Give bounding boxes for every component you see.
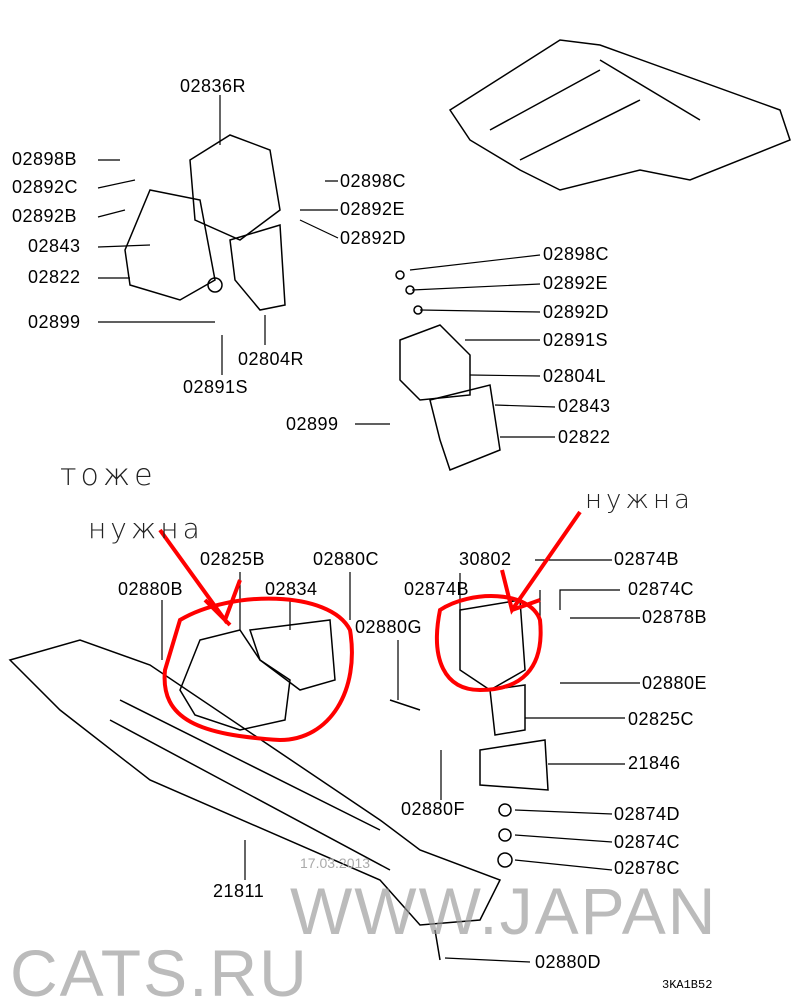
part-label: 02880C: [313, 549, 380, 569]
transmission-mount-illustration: [179, 599, 549, 961]
part-label: 30802: [459, 549, 512, 569]
handwriting-right: нужна: [585, 485, 694, 515]
part-label: 02880F: [401, 799, 466, 819]
part-label: 02843: [28, 236, 81, 256]
part-label: 21811: [213, 881, 265, 901]
part-label: 02874D: [614, 804, 681, 824]
part-label: 02874B: [614, 549, 680, 569]
part-label: 02804R: [238, 349, 305, 369]
handwriting-left-1: тоже: [60, 458, 157, 493]
part-label: 02874C: [628, 579, 695, 599]
part-label: 02878B: [642, 607, 708, 627]
part-label: 02898B: [12, 149, 78, 169]
handwriting-left-2: нужна: [88, 512, 204, 545]
part-label: 02880B: [118, 579, 184, 599]
part-label: 02898C: [543, 244, 610, 264]
part-label: 21846: [628, 753, 681, 773]
chassis-frame-illustration: [448, 39, 791, 191]
part-label: 02825B: [200, 549, 266, 569]
part-label: 02834: [265, 579, 318, 599]
red-circle-annotations: [158, 510, 582, 743]
part-label: 02880E: [642, 673, 708, 693]
watermark-date: 17.03.2013: [300, 855, 371, 871]
engine-mount-right-illustration: [124, 134, 286, 311]
part-label: 02891S: [543, 330, 609, 350]
part-label: 02899: [286, 414, 339, 434]
part-label: 02892E: [543, 273, 609, 293]
part-label: 02804L: [543, 366, 607, 386]
part-label: 02880G: [355, 617, 423, 637]
part-label: 02843: [558, 396, 611, 416]
leader-lines: [97, 95, 640, 963]
part-label: 02878C: [614, 858, 681, 878]
watermark-line-1: WWW.JAPAN: [290, 874, 718, 948]
part-label: 02836R: [180, 76, 247, 96]
crossmember-illustration: [8, 639, 502, 926]
part-label: 02822: [28, 267, 81, 287]
engine-mount-left-illustration: [395, 270, 501, 471]
part-label: 02892C: [12, 177, 79, 197]
part-label: 02892E: [340, 199, 406, 219]
part-label: 02892D: [543, 302, 610, 322]
part-label: 02891S: [183, 377, 249, 397]
part-label: 02899: [28, 312, 81, 332]
part-label: 02898C: [340, 171, 407, 191]
part-label: 02822: [558, 427, 611, 447]
part-label: 02892D: [340, 228, 407, 248]
part-label: 02880D: [535, 952, 602, 972]
diagram-code: 3KA1B52: [662, 978, 713, 992]
part-label: 02825C: [628, 709, 695, 729]
part-label: 02874C: [614, 832, 681, 852]
watermark-line-2: CATS.RU: [10, 936, 309, 1008]
part-label: 02874B: [404, 579, 470, 599]
part-label: 02892B: [12, 206, 78, 226]
